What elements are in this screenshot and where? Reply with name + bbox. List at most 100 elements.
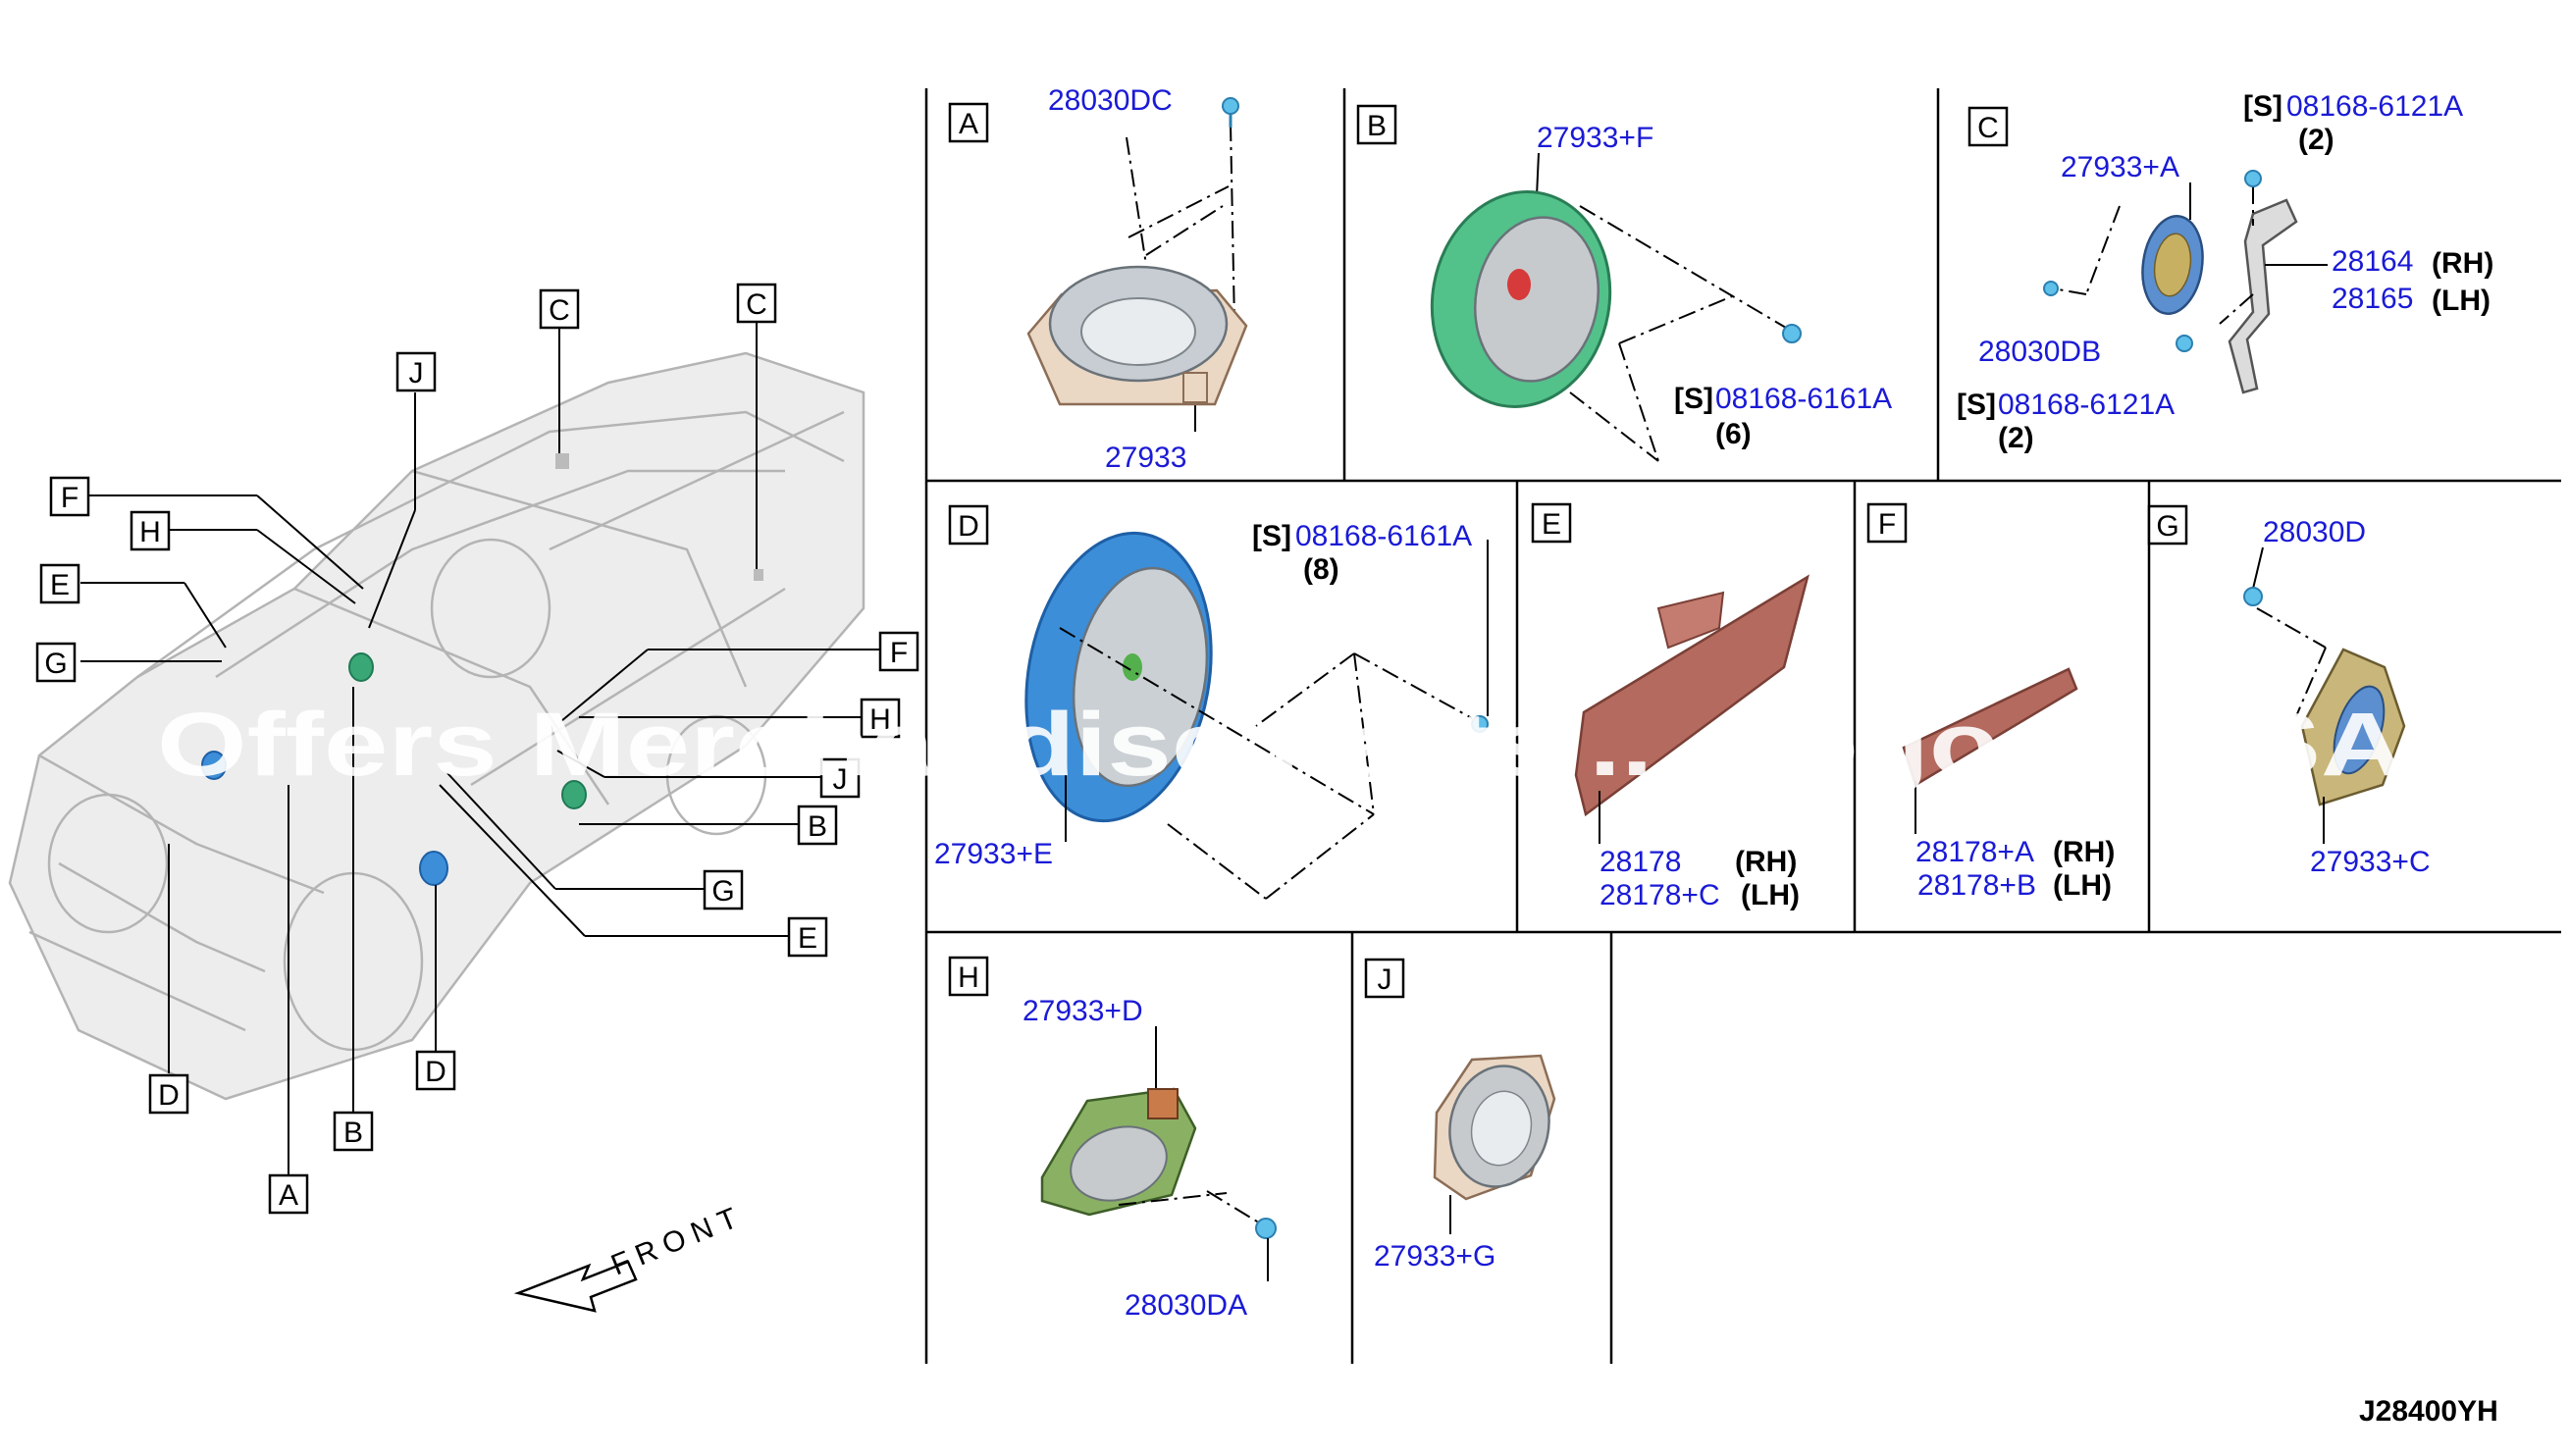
svg-text:C: C <box>1977 112 1999 144</box>
panel-H: H 27933+D 28030DA <box>948 956 1277 1322</box>
svg-text:27933+F: 27933+F <box>1537 122 1653 154</box>
svg-text:28030DA: 28030DA <box>1125 1289 1247 1322</box>
screw-D <box>1471 715 1489 733</box>
diagram-code: J28400YH <box>2359 1395 2498 1428</box>
panel-C: C [S] 08168-6121A (2) 27933+A 28164 (RH)… <box>1957 90 2493 454</box>
svg-text:(RH): (RH) <box>1735 846 1797 878</box>
speaker-D-cone <box>1072 566 1209 788</box>
svg-text:(LH): (LH) <box>2432 285 2491 317</box>
svg-text:08168-6121A: 08168-6121A <box>2286 90 2463 123</box>
svg-text:(2): (2) <box>1998 422 2034 454</box>
car-overview <box>8 351 865 1101</box>
svg-text:C: C <box>549 294 570 327</box>
svg-text:[S]: [S] <box>1674 383 1713 415</box>
bracket-C <box>2228 198 2298 394</box>
svg-text:08168-6161A: 08168-6161A <box>1715 383 1892 415</box>
svg-text:27933+A: 27933+A <box>2061 151 2179 183</box>
svg-text:G: G <box>711 875 734 908</box>
svg-text:(6): (6) <box>1715 418 1752 450</box>
speaker-B-cone <box>1473 216 1600 383</box>
svg-text:C: C <box>746 288 767 321</box>
svg-text:FRONT: FRONT <box>606 1199 749 1281</box>
callout-G-left: G <box>35 642 77 683</box>
screw-B <box>1782 324 1802 343</box>
svg-text:27933+E: 27933+E <box>934 838 1053 870</box>
svg-text:[S]: [S] <box>1252 520 1291 552</box>
screw-A <box>1222 97 1239 115</box>
panel-E: E 28178 (RH) 28178+C (LH) <box>1531 502 1809 911</box>
panel-F: F 28178+A (RH) 28178+B (LH) <box>1866 502 2115 902</box>
callout-B-bottom: B <box>333 1111 374 1152</box>
svg-text:08168-6161A: 08168-6161A <box>1295 520 1472 552</box>
svg-text:F: F <box>890 637 908 669</box>
callout-F-left: F <box>49 476 90 517</box>
callout-D-mid: D <box>415 1050 456 1091</box>
car-callout-leaders <box>80 319 883 1182</box>
svg-text:28030DB: 28030DB <box>1978 336 2101 368</box>
svg-text:27933+C: 27933+C <box>2310 846 2431 878</box>
svg-text:27933+G: 27933+G <box>1374 1240 1495 1273</box>
svg-text:28165: 28165 <box>2332 283 2413 315</box>
callout-F-right: F <box>878 631 919 672</box>
callout-J-right: J <box>819 757 861 799</box>
svg-text:28178+B: 28178+B <box>1917 869 2036 902</box>
svg-text:D: D <box>958 510 979 543</box>
svg-text:(LH): (LH) <box>2053 869 2112 902</box>
svg-text:G: G <box>2156 510 2178 543</box>
screw-G <box>2243 587 2263 606</box>
svg-text:27933: 27933 <box>1105 442 1186 474</box>
svg-text:08168-6121A: 08168-6121A <box>1998 389 2175 421</box>
callout-G-right: G <box>703 869 744 910</box>
svg-text:E: E <box>50 569 70 601</box>
svg-text:27933+D: 27933+D <box>1023 995 1143 1027</box>
callout-C-left: C <box>539 288 580 330</box>
svg-text:[S]: [S] <box>2243 90 2282 123</box>
svg-text:D: D <box>158 1079 180 1112</box>
panel-A: A 28030DC 27933 <box>948 84 1248 474</box>
svg-text:A: A <box>959 108 978 140</box>
svg-text:J: J <box>1378 963 1392 996</box>
svg-text:E: E <box>798 922 817 955</box>
svg-text:[S]: [S] <box>1957 389 1996 421</box>
callout-E-right: E <box>787 916 828 958</box>
panel-grid <box>924 88 2561 1364</box>
callout-D-left: D <box>148 1073 189 1115</box>
svg-text:28030DC: 28030DC <box>1048 84 1173 117</box>
svg-text:(2): (2) <box>2298 124 2334 156</box>
svg-text:B: B <box>808 810 827 843</box>
panel-G: G 28030D 27933+C <box>2147 504 2431 878</box>
svg-text:H: H <box>958 962 979 994</box>
svg-text:(RH): (RH) <box>2053 836 2115 868</box>
panel-B: B 27933+F [S] 08168-6161A (6) <box>1356 104 1892 462</box>
callout-E-left: E <box>39 563 80 604</box>
svg-text:28178: 28178 <box>1600 846 1681 878</box>
callout-B-right: B <box>797 805 838 846</box>
svg-text:F: F <box>61 482 79 514</box>
svg-text:28030D: 28030D <box>2263 516 2366 548</box>
callout-H-left: H <box>130 510 171 551</box>
callout-A-bottom: A <box>268 1173 309 1215</box>
front-arrow: FRONT <box>513 1199 750 1313</box>
watermark-text: Offers Merchandise Parts ... Logo ... US… <box>157 695 2404 795</box>
svg-text:(LH): (LH) <box>1741 879 1800 911</box>
svg-text:H: H <box>139 516 161 548</box>
svg-text:G: G <box>44 648 67 680</box>
svg-text:28178+A: 28178+A <box>1915 836 2034 868</box>
panel-J: J 27933+G <box>1364 958 1556 1273</box>
svg-text:A: A <box>279 1179 298 1212</box>
callout-C-right: C <box>736 283 777 324</box>
svg-text:(8): (8) <box>1303 553 1339 586</box>
grille-E <box>1574 574 1809 817</box>
callout-H-right: H <box>860 698 901 739</box>
svg-text:J: J <box>833 763 848 796</box>
svg-text:H: H <box>869 703 891 736</box>
svg-text:B: B <box>1367 110 1387 142</box>
svg-text:E: E <box>1542 508 1561 541</box>
svg-text:J: J <box>409 357 424 390</box>
svg-text:F: F <box>1878 508 1896 541</box>
svg-text:D: D <box>425 1056 446 1088</box>
svg-text:28178+C: 28178+C <box>1600 879 1720 911</box>
svg-text:B: B <box>343 1117 363 1149</box>
grille-F <box>1902 667 2078 787</box>
